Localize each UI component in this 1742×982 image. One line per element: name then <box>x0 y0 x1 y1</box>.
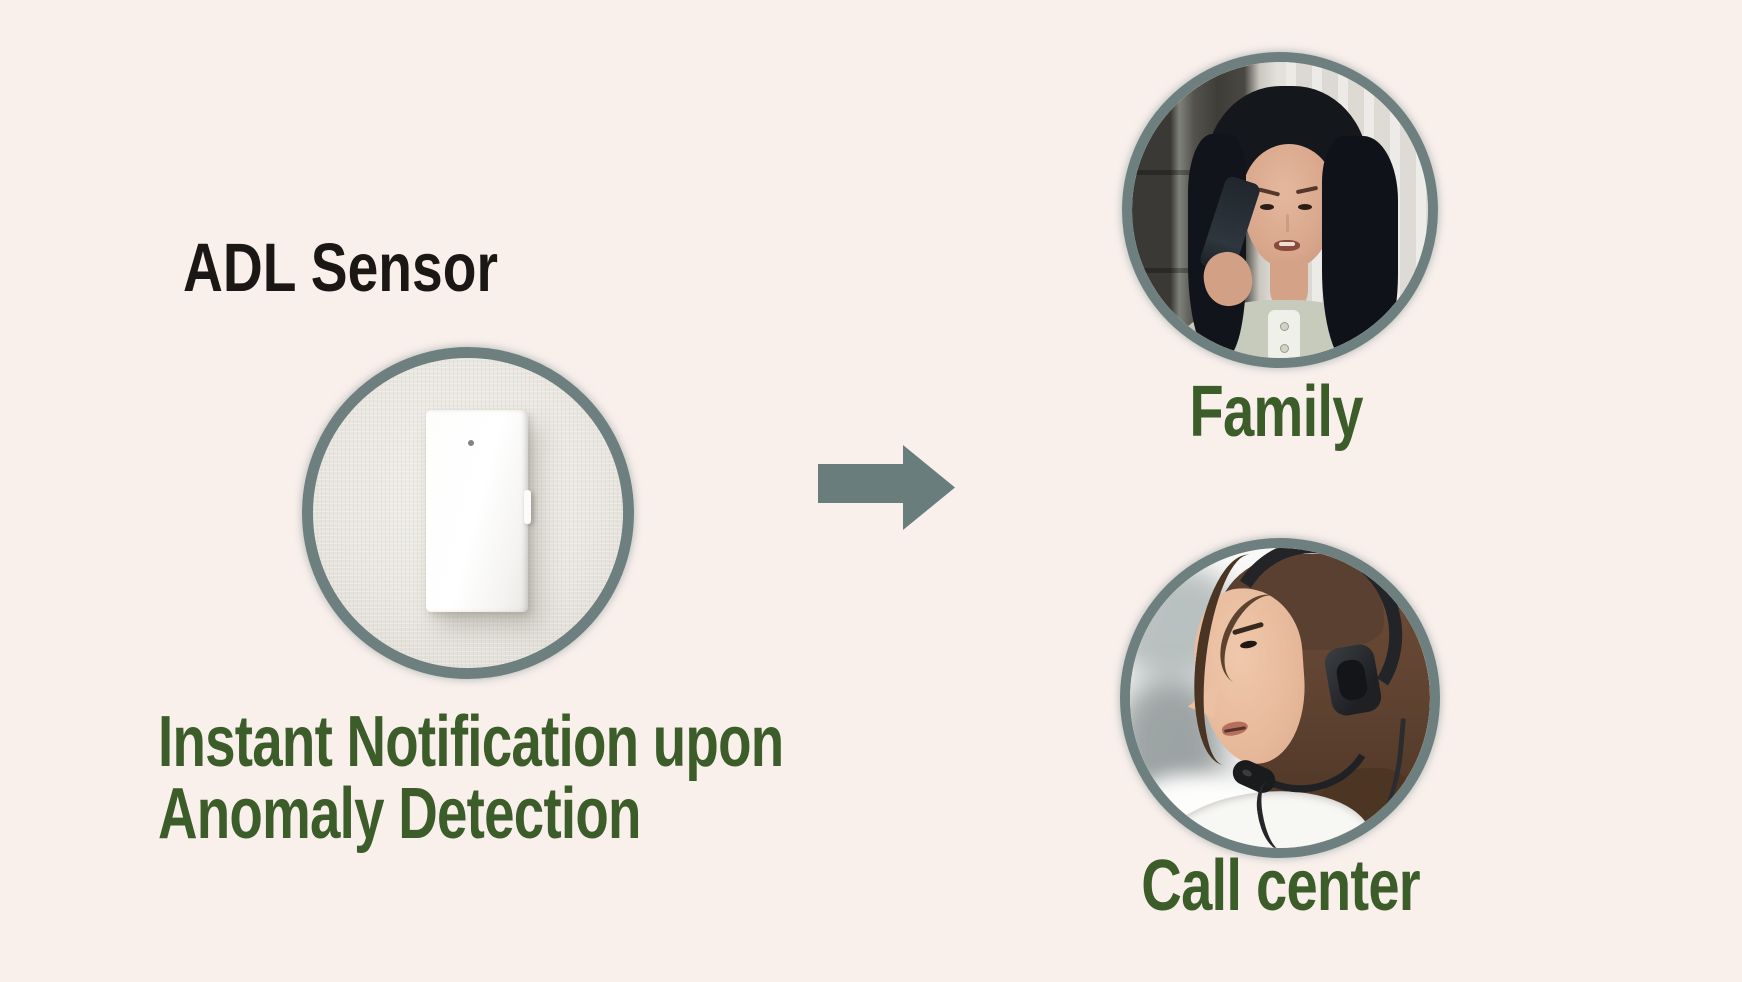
sensor-photo-circle <box>302 347 634 679</box>
call-center-photo <box>1130 548 1430 848</box>
family-label: Family <box>1189 372 1363 452</box>
family-shirt-button <box>1280 344 1289 353</box>
caption-line-1: Instant Notification upon <box>158 702 784 782</box>
caption-line-2: Anomaly Detection <box>158 774 641 854</box>
sensor-title: ADL Sensor <box>183 229 498 306</box>
caption: Instant Notification upon Anomaly Detect… <box>158 702 784 854</box>
sensor-led-dot <box>468 440 474 446</box>
call-center-label: Call center <box>1141 846 1420 926</box>
call-center-photo-circle <box>1120 538 1440 858</box>
arrow-right-icon <box>818 445 955 530</box>
sensor-photo <box>313 358 623 668</box>
family-shirt-button <box>1280 322 1289 331</box>
family-woman-nose <box>1286 214 1289 232</box>
family-woman-left-eye <box>1260 204 1274 210</box>
family-woman-hair-right <box>1322 136 1398 358</box>
family-label-wrap: Family <box>1106 372 1446 452</box>
family-woman-teeth <box>1279 242 1295 246</box>
family-woman-right-eye <box>1298 204 1312 210</box>
sensor-side-tab <box>524 490 531 524</box>
family-photo-circle <box>1122 52 1438 368</box>
sensor-device <box>426 410 531 612</box>
call-center-label-wrap: Call center <box>1102 846 1442 926</box>
family-photo <box>1132 62 1428 358</box>
